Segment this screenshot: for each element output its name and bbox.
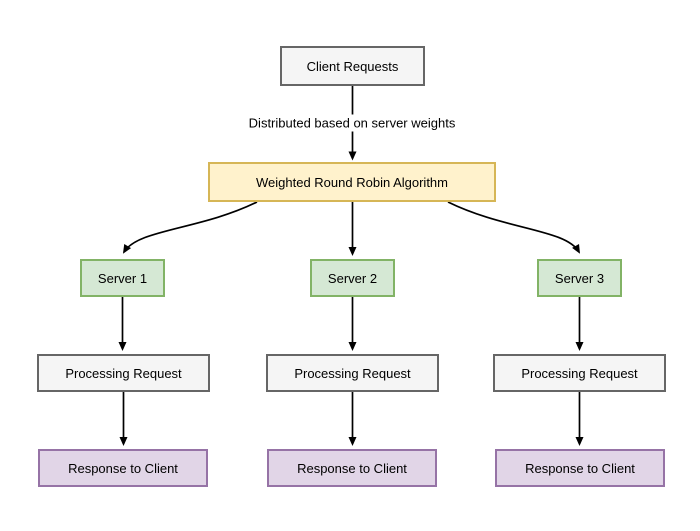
node-processing-request-2: Processing Request	[266, 354, 439, 392]
node-server-2: Server 2	[310, 259, 395, 297]
node-weighted-round-robin-algorithm: Weighted Round Robin Algorithm	[208, 162, 496, 202]
edge-algorithm-to-server3	[447, 201, 580, 254]
edge-algorithm-to-server1	[122, 201, 258, 254]
edge-label-distribution: Distributed based on server weights	[245, 114, 459, 132]
node-processing-request-1: Processing Request	[37, 354, 210, 392]
node-processing-request-3: Processing Request	[493, 354, 666, 392]
node-response-to-client-2: Response to Client	[267, 449, 437, 487]
node-server-3: Server 3	[537, 259, 622, 297]
node-client-requests: Client Requests	[280, 46, 425, 86]
node-response-to-client-1: Response to Client	[38, 449, 208, 487]
node-server-1: Server 1	[80, 259, 165, 297]
node-response-to-client-3: Response to Client	[495, 449, 665, 487]
